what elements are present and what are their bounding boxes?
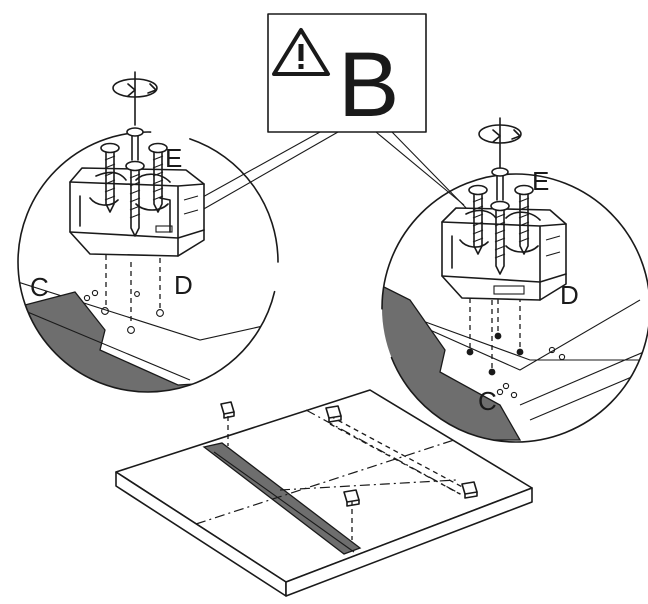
bracket-icon bbox=[220, 401, 235, 419]
left-panel-strip bbox=[19, 291, 261, 392]
bracket-icon bbox=[343, 489, 360, 507]
screw-icon bbox=[125, 127, 145, 237]
right-circle-outline bbox=[381, 173, 648, 443]
left-label-e: E bbox=[165, 143, 182, 173]
left-screws bbox=[100, 127, 168, 237]
left-bracket-icon bbox=[69, 167, 205, 257]
callout-box: B bbox=[267, 13, 427, 136]
left-label-c: C bbox=[30, 272, 49, 302]
screw-icon bbox=[514, 184, 534, 255]
screw-icon bbox=[468, 184, 488, 255]
screw-icon bbox=[490, 167, 510, 275]
screw-icon bbox=[148, 142, 168, 213]
right-label-d: D bbox=[560, 280, 579, 310]
left-rotation-icon bbox=[112, 71, 158, 126]
right-rotation-icon bbox=[478, 117, 522, 169]
bracket-icon bbox=[461, 481, 478, 499]
callout-letter: B bbox=[338, 34, 399, 136]
left-detail-circle: E C D bbox=[17, 71, 279, 393]
right-panel-holes bbox=[466, 332, 566, 399]
right-screws bbox=[468, 167, 534, 275]
left-panel-holes bbox=[83, 289, 164, 334]
left-circle-outline bbox=[17, 131, 279, 393]
screw-icon bbox=[100, 142, 120, 213]
right-detail-circle: E D C bbox=[381, 117, 648, 443]
panel-icon bbox=[115, 389, 533, 597]
right-label-e: E bbox=[532, 166, 549, 196]
right-label-c: C bbox=[478, 386, 497, 416]
callout-leaders bbox=[182, 131, 474, 219]
warning-triangle-icon bbox=[272, 28, 330, 76]
bracket-icon bbox=[325, 405, 342, 423]
left-label-d: D bbox=[174, 270, 193, 300]
panel-strip bbox=[202, 442, 362, 555]
